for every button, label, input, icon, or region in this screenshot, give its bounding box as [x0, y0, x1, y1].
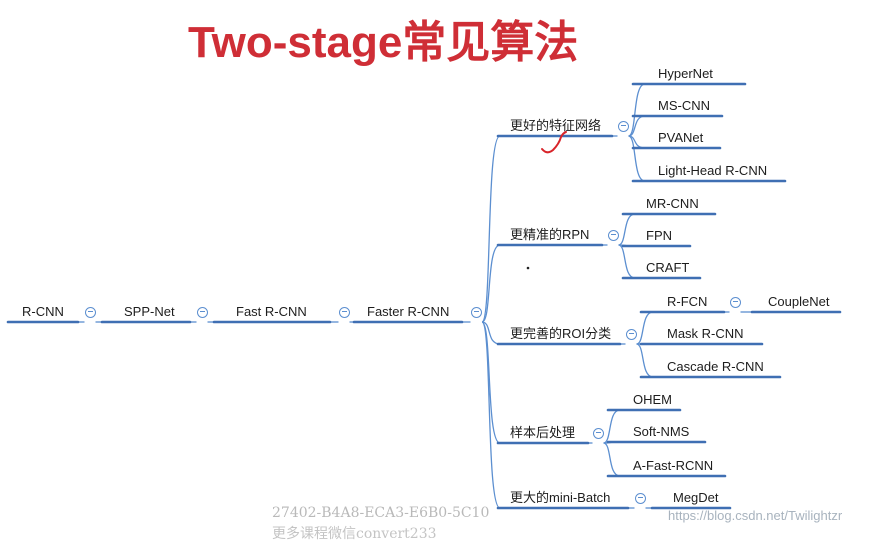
- collapse-toggle-chain-0[interactable]: [84, 306, 96, 318]
- branch-1: 更精准的RPN: [510, 227, 590, 242]
- chain-node-1: SPP-Net: [124, 304, 175, 319]
- watermark-subtext: 更多课程微信convert233: [272, 526, 437, 542]
- trunk-edge-4: [481, 321, 501, 509]
- leaf-2-2: Cascade R-CNN: [667, 359, 764, 374]
- collapse-toggle-chain-2[interactable]: [338, 306, 350, 318]
- branch-2-edge-2: [636, 343, 654, 378]
- branch-2: 更完善的ROI分类: [510, 326, 612, 341]
- leaf-1-2: CRAFT: [646, 260, 690, 275]
- leaf-3-2: A-Fast-RCNN: [633, 458, 714, 473]
- leaf-3-0: OHEM: [633, 392, 672, 407]
- stray-dot: [526, 266, 530, 270]
- branch-4: 更大的mini-Batch: [510, 490, 611, 505]
- collapse-toggle-chain-3[interactable]: [470, 306, 482, 318]
- branch-3-edge-0: [603, 409, 621, 444]
- branch-1-edge-0: [618, 213, 636, 246]
- trunk-edge-3: [481, 321, 501, 444]
- leaf-2-1: Mask R-CNN: [667, 326, 744, 341]
- leaf-0-1: MS-CNN: [658, 98, 710, 113]
- leaf-0-0: HyperNet: [658, 66, 713, 81]
- slide-title: Two-stage常见算法: [188, 18, 579, 67]
- collapse-toggle-branch-0[interactable]: [617, 120, 629, 132]
- watermark-code: 27402-B4A8-ECA3-E6B0-5C10: [272, 505, 490, 521]
- trunk-edge-1: [481, 244, 501, 323]
- branch-2-edge-0: [636, 311, 654, 345]
- chain-node-2: Fast R-CNN: [236, 304, 307, 319]
- collapse-toggle-leaf-2-0[interactable]: [729, 296, 741, 308]
- branch-3-edge-2: [603, 442, 621, 477]
- leaf-1-1: FPN: [646, 228, 672, 243]
- collapse-toggle-chain-1[interactable]: [196, 306, 208, 318]
- subleaf-2-0-0: CoupleNet: [768, 294, 830, 309]
- chain-node-0: R-CNN: [22, 304, 64, 319]
- chain-node-3: Faster R-CNN: [367, 304, 450, 319]
- leaf-2-0: R-FCN: [667, 294, 708, 309]
- branch-0-edge-3: [628, 135, 646, 182]
- branch-0-edge-0: [628, 83, 646, 137]
- collapse-toggle-branch-4[interactable]: [634, 492, 646, 504]
- leaf-1-0: MR-CNN: [646, 196, 699, 211]
- collapse-toggle-branch-1[interactable]: [607, 229, 619, 241]
- trunk-edge-0: [481, 135, 501, 323]
- leaf-4-0: MegDet: [673, 490, 719, 505]
- branch-1-edge-2: [618, 244, 636, 279]
- branch-3: 样本后处理: [510, 425, 576, 440]
- branch-0: 更好的特征网络: [510, 118, 602, 133]
- leaf-3-1: Soft-NMS: [633, 424, 690, 439]
- collapse-toggle-branch-3[interactable]: [592, 427, 604, 439]
- leaf-0-3: Light-Head R-CNN: [658, 163, 768, 178]
- watermark-url: https://blog.csdn.net/Twilightzr: [668, 508, 843, 523]
- leaf-0-2: PVANet: [658, 130, 704, 145]
- handwritten-check-mark: [541, 131, 567, 154]
- collapse-toggle-branch-2[interactable]: [625, 328, 637, 340]
